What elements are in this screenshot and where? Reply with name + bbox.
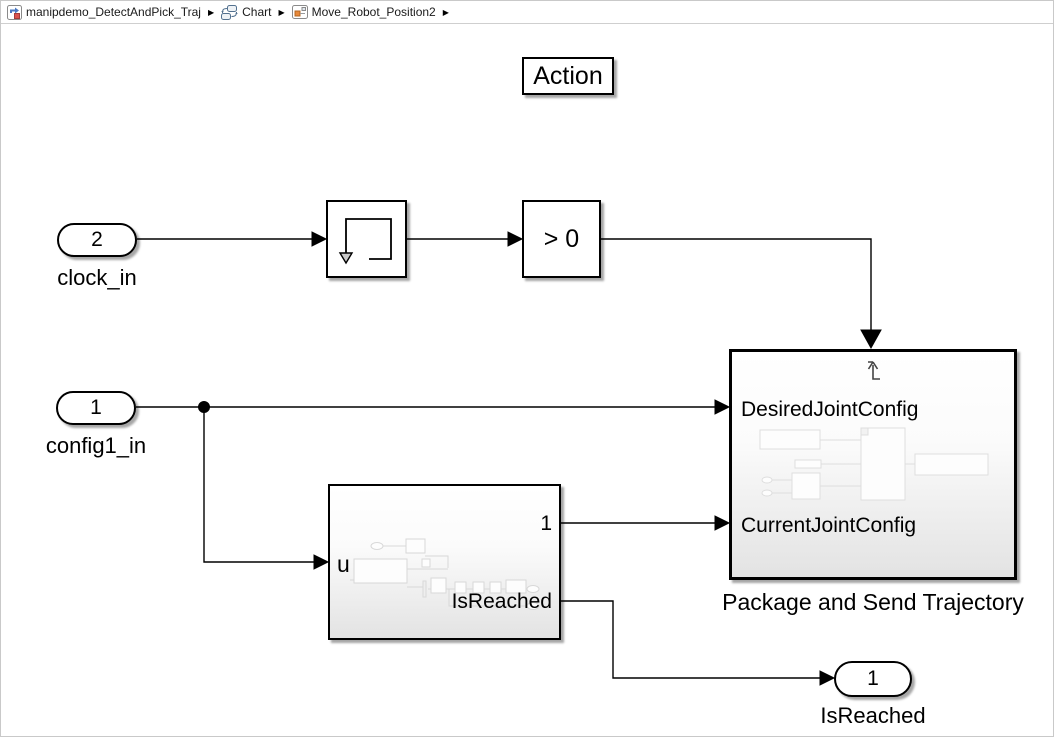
breadcrumb-separator-icon[interactable]: ▶ (278, 7, 285, 17)
wire-branch-to-check-in[interactable] (203, 407, 330, 570)
wire-clockin-to-delay[interactable] (137, 231, 328, 247)
model-canvas[interactable]: Action 2 clock_in > 0 1 config1_in (1, 24, 1053, 736)
outport-number: 1 (867, 667, 879, 690)
inport-number: 2 (91, 228, 103, 251)
check-out2-port-label: IsReached (451, 590, 552, 613)
inport-number: 1 (90, 396, 102, 419)
signal-wires (136, 231, 882, 686)
wire-check-out1-to-current[interactable] (560, 515, 731, 531)
inport-config1-in[interactable]: 1 (56, 391, 136, 425)
subsystem-content-preview (759, 427, 989, 501)
package-subsystem-name[interactable]: Package and Send Trajectory (722, 589, 1024, 615)
package-subsystem-block[interactable]: DesiredJointConfig CurrentJointConfig (729, 349, 1017, 580)
breadcrumb-separator-icon[interactable]: ▶ (442, 7, 449, 17)
inport-config1-in-label[interactable]: config1_in (45, 433, 147, 458)
breadcrumb-item-chart[interactable]: Chart (221, 4, 272, 20)
breadcrumb-item-model[interactable]: manipdemo_DetectAndPick_Traj (7, 4, 201, 20)
inport-clock-in[interactable]: 2 (57, 223, 137, 257)
simulink-model-icon (7, 4, 22, 20)
wire-config1-to-desired[interactable] (136, 399, 731, 415)
outport-isreached-label[interactable]: IsReached (820, 703, 926, 728)
inport-clock-in-label[interactable]: clock_in (57, 265, 137, 290)
stateflow-chart-icon (221, 4, 238, 20)
compare-block[interactable]: > 0 (522, 200, 601, 278)
wire-compare-to-trigger[interactable] (601, 238, 882, 350)
breadcrumb-item-subsystem[interactable]: Move_Robot_Position2 (291, 5, 436, 19)
wire-isreached-to-outport[interactable] (560, 600, 836, 686)
annotation-action[interactable]: Action (522, 57, 614, 95)
package-in2-port-label: CurrentJointConfig (741, 514, 917, 537)
subsystem-icon (291, 5, 308, 19)
trigger-edge-icon (867, 361, 880, 380)
check-out1-port-label: 1 (540, 512, 552, 535)
wire-delay-to-compare[interactable] (407, 231, 524, 247)
check-in-port-label: u (337, 551, 350, 577)
breadcrumb-label-subsystem: Move_Robot_Position2 (311, 5, 436, 19)
subsystem-content-preview (350, 538, 540, 610)
package-in1-port-label: DesiredJointConfig (741, 398, 919, 421)
delay-block[interactable] (326, 200, 407, 278)
breadcrumb-separator-icon[interactable]: ▶ (207, 7, 215, 17)
breadcrumb-label-model: manipdemo_DetectAndPick_Traj (26, 5, 201, 19)
check-subsystem-block[interactable]: u 1 IsReached (328, 484, 561, 640)
compare-label: > 0 (543, 224, 580, 253)
annotation-text: Action (533, 61, 603, 90)
breadcrumb: manipdemo_DetectAndPick_Traj ▶ Chart ▶ M… (1, 1, 1053, 24)
breadcrumb-label-chart: Chart (242, 5, 272, 19)
outport-isreached[interactable]: 1 (834, 661, 912, 697)
delay-loop-icon (338, 218, 392, 265)
